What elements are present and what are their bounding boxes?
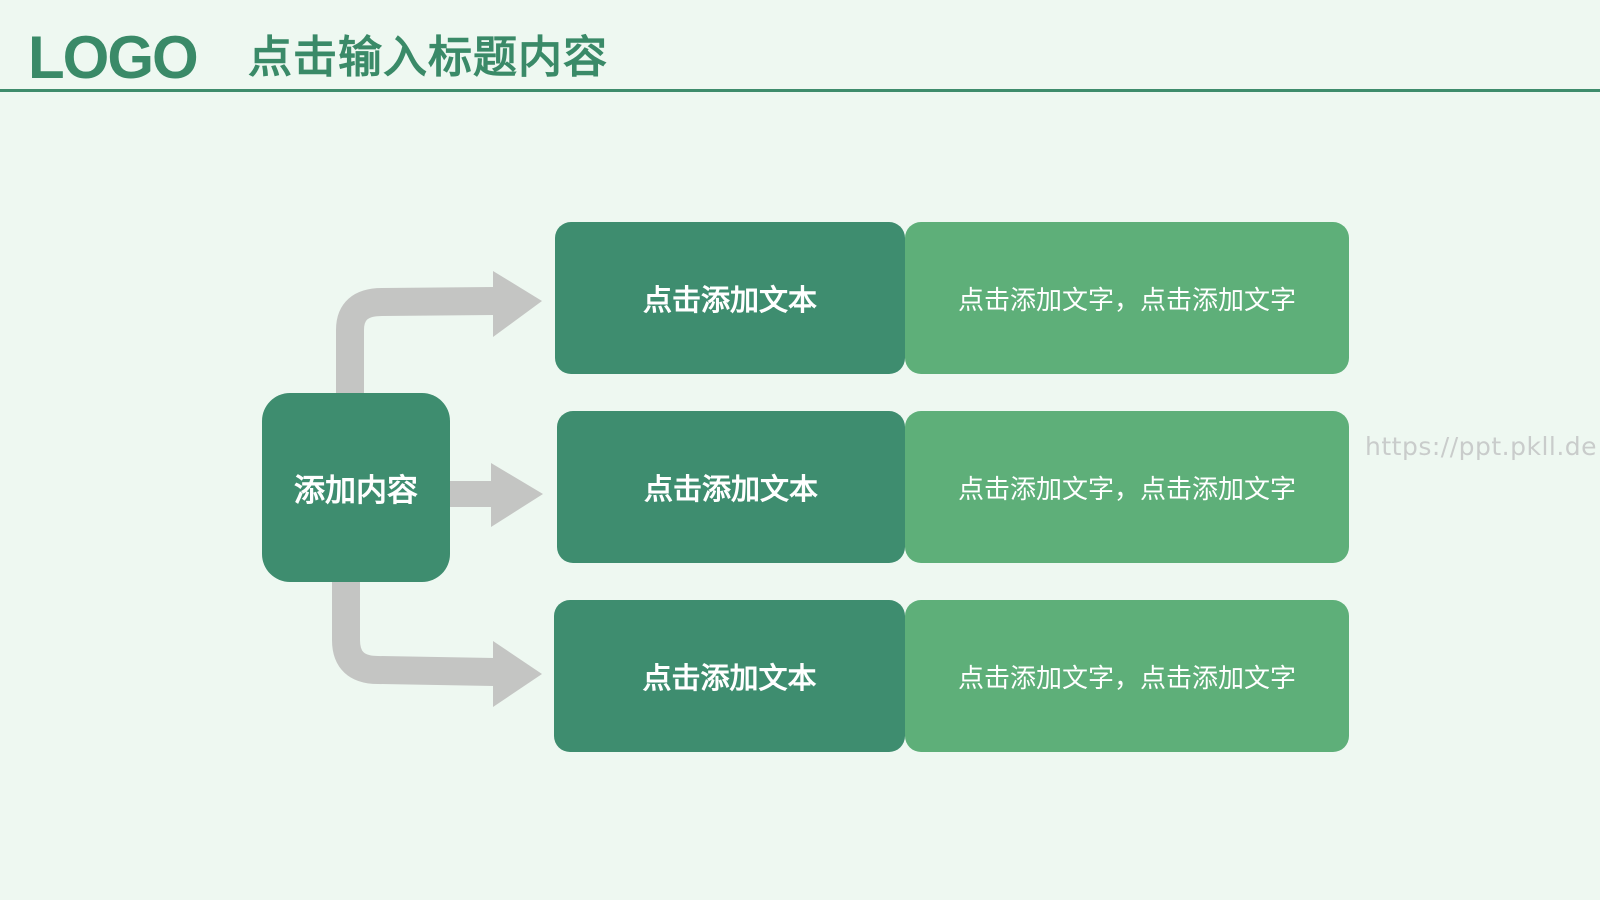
logo: LOGO (28, 24, 199, 91)
arrow-head-2 (491, 463, 543, 527)
row-2-text-box[interactable]: 点击添加文字，点击添加文字 (905, 411, 1349, 563)
row-1: 点击添加文本 点击添加文字，点击添加文字 (555, 222, 1349, 374)
arrow-to-row-2 (450, 481, 496, 507)
header-divider (0, 89, 1600, 92)
row-1-text-box[interactable]: 点击添加文字，点击添加文字 (905, 222, 1349, 374)
arrow-to-row-3 (332, 582, 495, 686)
watermark: https://ppt.pkll.de (1365, 432, 1598, 461)
row-3-text-box[interactable]: 点击添加文字，点击添加文字 (905, 600, 1349, 752)
row-2-label-box[interactable]: 点击添加文本 (557, 411, 905, 563)
row-1-label: 点击添加文本 (642, 283, 817, 317)
row-2-text: 点击添加文字，点击添加文字 (957, 474, 1296, 505)
center-node[interactable]: 添加内容 (262, 393, 450, 582)
row-3-label: 点击添加文本 (642, 661, 817, 695)
arrow-to-row-1 (336, 287, 495, 393)
row-3-label-box[interactable]: 点击添加文本 (554, 600, 905, 752)
arrow-head-3 (493, 641, 542, 707)
page-title[interactable]: 点击输入标题内容 (248, 32, 608, 83)
arrow-head-1 (493, 271, 542, 337)
row-2-label: 点击添加文本 (643, 472, 818, 506)
header: LOGO 点击输入标题内容 (0, 0, 1600, 92)
row-3: 点击添加文本 点击添加文字，点击添加文字 (554, 600, 1349, 752)
row-3-text: 点击添加文字，点击添加文字 (957, 663, 1296, 694)
row-1-label-box[interactable]: 点击添加文本 (555, 222, 905, 374)
row-2: 点击添加文本 点击添加文字，点击添加文字 (557, 411, 1349, 563)
row-1-text: 点击添加文字，点击添加文字 (957, 285, 1296, 316)
center-node-label: 添加内容 (294, 473, 418, 509)
